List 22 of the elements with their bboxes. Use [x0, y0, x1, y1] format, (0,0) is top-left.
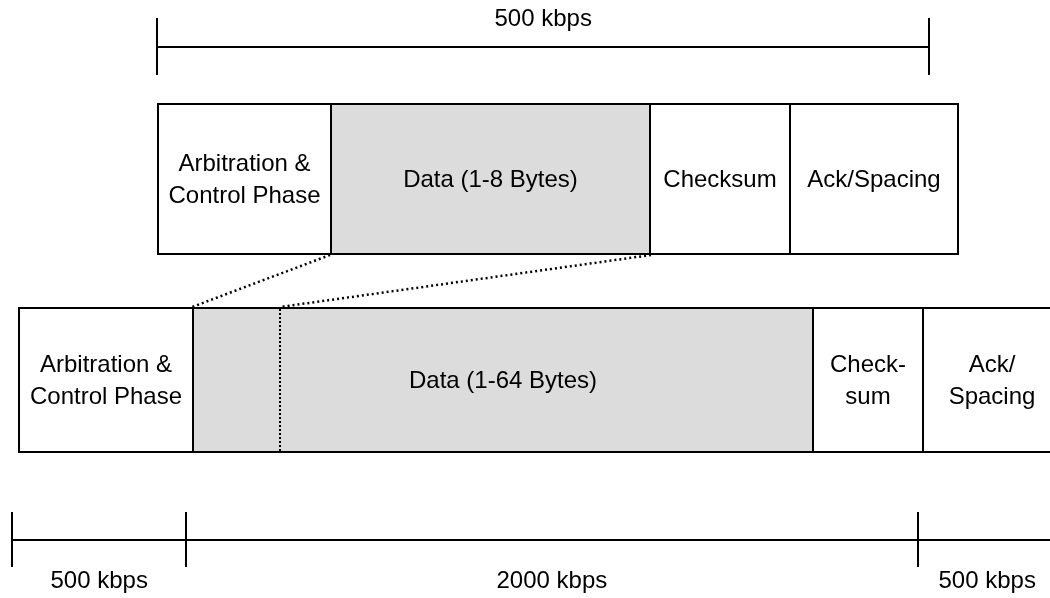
frame-field — [812, 307, 924, 453]
frame-field — [789, 103, 959, 255]
field-label: Data (1-8 Bytes) — [403, 164, 578, 194]
dotted-leader-line — [279, 253, 652, 309]
bitrate-label: 500 kbps — [50, 566, 148, 594]
bitrate-label: 500 kbps — [938, 566, 1036, 594]
field-label: Checksum — [663, 164, 777, 194]
frame-field — [192, 307, 814, 453]
field-label: Ack/ Spacing — [947, 349, 1037, 411]
frame-field — [330, 103, 651, 255]
field-label: Data (1-64 Bytes) — [408, 365, 598, 395]
field-label: Arbitration & Control Phase — [28, 349, 184, 411]
frame-field — [649, 103, 791, 255]
field-label: Check- sum — [829, 349, 907, 411]
bitrate-label: 2000 kbps — [496, 566, 608, 594]
frame-field — [922, 307, 1050, 453]
field-label: Ack/Spacing — [807, 164, 941, 194]
bitrate-label: 500 kbps — [494, 4, 592, 32]
dotted-leader-line — [191, 253, 331, 309]
frame-field — [157, 103, 332, 255]
field-label: Arbitration & Control Phase — [167, 148, 322, 210]
frame-field — [18, 307, 194, 453]
